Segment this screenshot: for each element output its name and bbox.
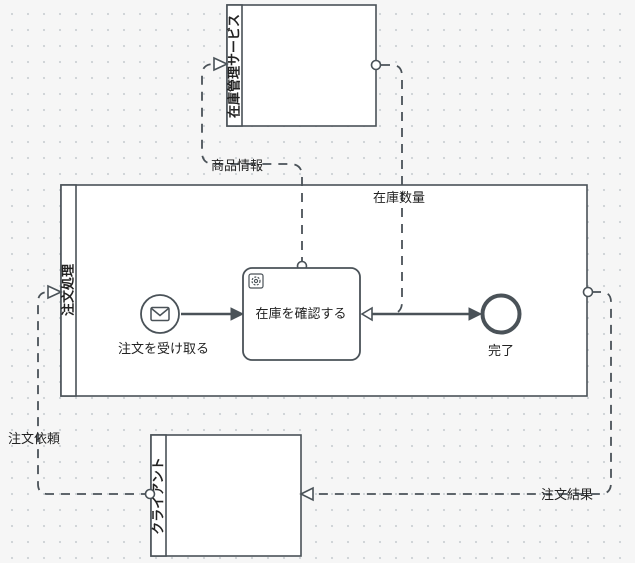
message-label-stock-quantity: 在庫数量 — [373, 191, 425, 206]
message-flow-source-marker — [144, 488, 156, 500]
message-flow-source-marker — [370, 59, 382, 71]
message-flow-order-request[interactable] — [37, 291, 150, 495]
envelope-icon — [150, 306, 170, 322]
pool-client[interactable]: クライアント — [150, 434, 302, 557]
start-event-label: 注文を受け取る — [118, 342, 209, 357]
pool-inventory-service[interactable]: 在庫管理サービス — [226, 4, 377, 127]
message-flow-product-info[interactable] — [201, 63, 303, 266]
start-event[interactable] — [140, 294, 180, 334]
message-flow-arrowhead — [213, 56, 229, 72]
message-label-order-request: 注文依頼 — [8, 432, 60, 447]
gear-icon — [248, 273, 264, 289]
message-flow-source-marker — [582, 286, 594, 298]
task-check-inventory[interactable] — [242, 267, 361, 361]
end-event-label: 完了 — [488, 344, 514, 359]
pool-order-processing-label: 注文処理 — [61, 264, 77, 316]
message-label-product-info: 商品情報 — [211, 159, 263, 174]
task-label: 在庫を確認する — [255, 306, 346, 322]
sequence-flow-arrowhead — [468, 307, 483, 321]
message-flow-order-result[interactable] — [313, 291, 612, 495]
message-label-order-result: 注文結果 — [541, 488, 593, 503]
message-flow-arrowhead — [299, 486, 314, 502]
pool-inventory-service-label: 在庫管理サービス — [227, 14, 243, 118]
message-flow-arrowhead — [47, 284, 63, 300]
pool-client-label: クライアント — [152, 457, 167, 534]
end-event[interactable] — [480, 293, 522, 335]
sequence-flow-arrowhead — [230, 307, 245, 321]
